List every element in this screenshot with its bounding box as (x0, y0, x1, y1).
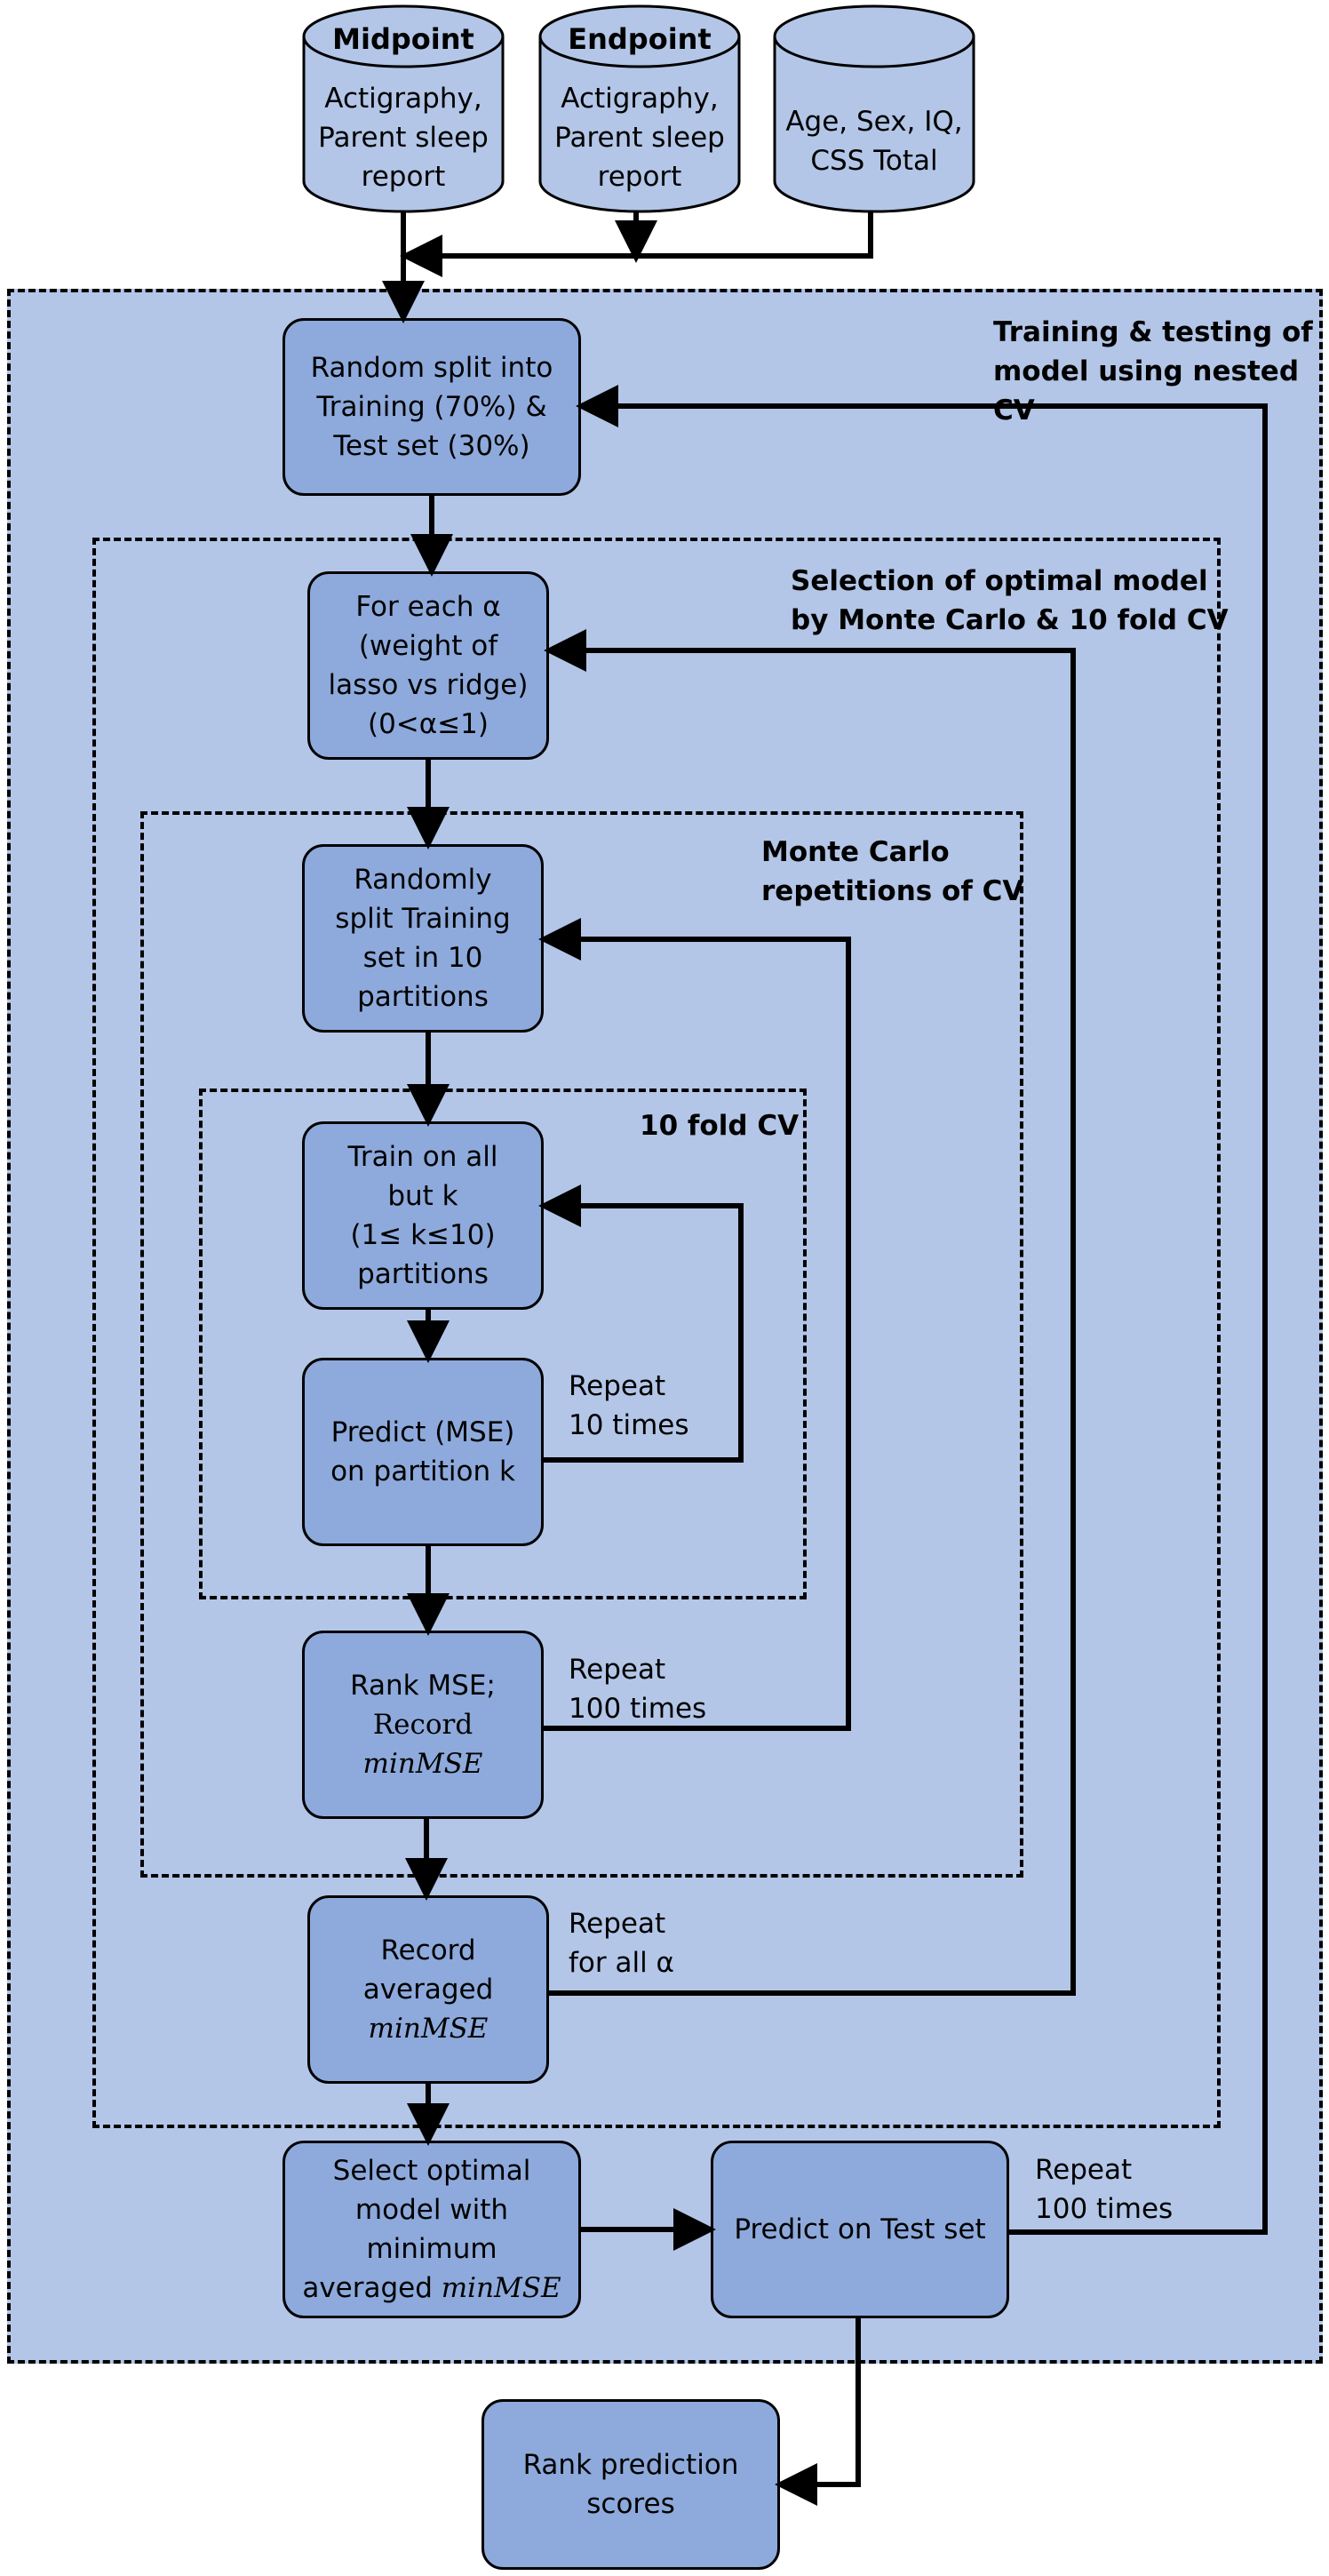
predict-test-node: Predict on Test set (711, 2141, 1009, 2318)
database-icon (302, 4, 505, 213)
repeat-100-mc-note: Repeat 100 times (569, 1654, 707, 1726)
rank-prediction-node: Rank prediction scores (481, 2399, 780, 2570)
covariates-source-cylinder: Age, Sex, IQ, CSS Total (773, 4, 975, 213)
montecarlo-panel-title: Monte Carlo repetitions of CV (761, 836, 1024, 908)
random-split-node: Random split into Training (70%) & Test … (283, 318, 581, 496)
tenfold-panel-title: 10 fold CV (640, 1110, 800, 1142)
midpoint-text: Actigraphy, Parent sleep report (318, 83, 489, 194)
record-avg-line3: minMSE (368, 2013, 489, 2045)
database-icon (773, 4, 975, 213)
endpoint-source-cylinder: Endpoint Actigraphy, Parent sleep report (538, 4, 741, 213)
repeat-alpha-note: Repeat for all α (569, 1908, 674, 1980)
record-avg-line1: Record (380, 1934, 476, 1966)
randomly-split-node: Randomly split Training set in 10 partit… (302, 844, 544, 1033)
rank-mse-line2: Record (372, 1708, 474, 1741)
select-line2: model with (354, 2193, 509, 2226)
select-line4a: averaged (302, 2272, 442, 2305)
database-icon (538, 4, 741, 213)
select-optimal-node: Select optimal model with minimum averag… (283, 2141, 581, 2318)
repeat-100-outer-note: Repeat 100 times (1035, 2154, 1174, 2226)
rank-mse-line3: minMSE (362, 1748, 483, 1780)
rank-mse-node: Rank MSE; Record minMSE (302, 1631, 544, 1819)
edge-covariates-join (400, 211, 873, 277)
select-line4b: minMSE (441, 2272, 561, 2305)
select-line3: minimum (366, 2233, 497, 2265)
record-avg-line2: averaged (362, 1973, 494, 2006)
midpoint-title: Midpoint (332, 22, 474, 56)
covariates-text: Age, Sex, IQ, CSS Total (785, 106, 963, 178)
for-each-alpha-node: For each α (weight of lasso vs ridge) (0… (307, 571, 549, 760)
select-line1: Select optimal (332, 2154, 531, 2187)
midpoint-source-cylinder: Midpoint Actigraphy, Parent sleep report (302, 4, 505, 213)
record-averaged-node: Record averaged minMSE (307, 1895, 549, 2084)
predict-mse-node: Predict (MSE) on partition k (302, 1358, 544, 1546)
repeat-10-note: Repeat 10 times (569, 1370, 689, 1442)
outer-panel-title: Training & testing of model using nested… (993, 316, 1313, 427)
rank-mse-line1: Rank MSE; (350, 1669, 496, 1702)
selection-panel-title: Selection of optimal model by Monte Carl… (791, 565, 1229, 637)
select-line4: averaged minMSE (302, 2269, 561, 2308)
endpoint-title: Endpoint (568, 22, 712, 56)
endpoint-text: Actigraphy, Parent sleep report (554, 83, 725, 194)
train-on-all-node: Train on all but k (1≤ k≤10) partitions (302, 1121, 544, 1310)
